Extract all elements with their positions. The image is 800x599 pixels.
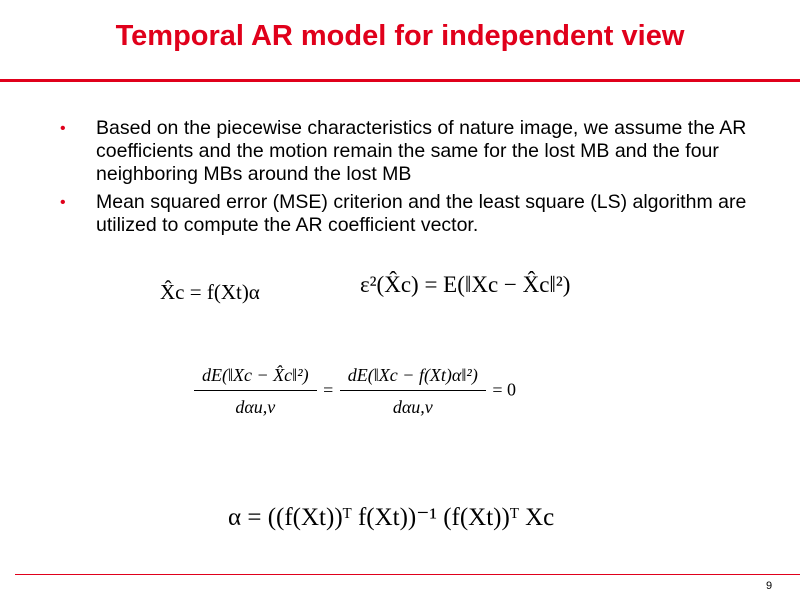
result: 0	[506, 379, 516, 400]
bullet-item: • Mean squared error (MSE) criterion and …	[60, 191, 760, 237]
bullet-icon: •	[60, 120, 66, 137]
denominator: dαu,v	[339, 390, 486, 418]
bullet-icon: •	[60, 194, 66, 211]
equation-prediction: X̂c = f(Xt)α	[160, 280, 260, 304]
numerator: dE(‖Xc − X̂c‖²)	[202, 365, 309, 385]
denominator: dαu,v	[194, 390, 317, 418]
title-divider	[0, 79, 800, 82]
equation-mse: ε²(X̂c) = E(‖Xc − X̂c‖²)	[360, 272, 571, 297]
bullet-text: Based on the piecewise characteristics o…	[96, 117, 747, 185]
fraction-left: dE(‖Xc − X̂c‖²) dαu,v	[194, 365, 317, 418]
bullet-item: • Based on the piecewise characteristics …	[60, 117, 760, 186]
bullet-text: Mean squared error (MSE) criterion and t…	[96, 191, 747, 236]
equation-derivative: dE(‖Xc − X̂c‖²) dαu,v = dE(‖Xc − f(Xt)α‖…	[194, 365, 516, 418]
page-number: 9	[766, 580, 773, 592]
slide-title: Temporal AR model for independent view	[115, 20, 685, 52]
fraction-right: dE(‖Xc − f(Xt)α‖²) dαu,v	[339, 365, 486, 418]
equation-ls-solution: α = ((f(Xt))ᵀ f(Xt))⁻¹ (f(Xt))ᵀ Xc	[228, 504, 555, 531]
numerator: dE(‖Xc − f(Xt)α‖²)	[347, 365, 478, 385]
bullet-list: • Based on the piecewise characteristics …	[60, 117, 760, 242]
footer-divider	[15, 574, 800, 575]
